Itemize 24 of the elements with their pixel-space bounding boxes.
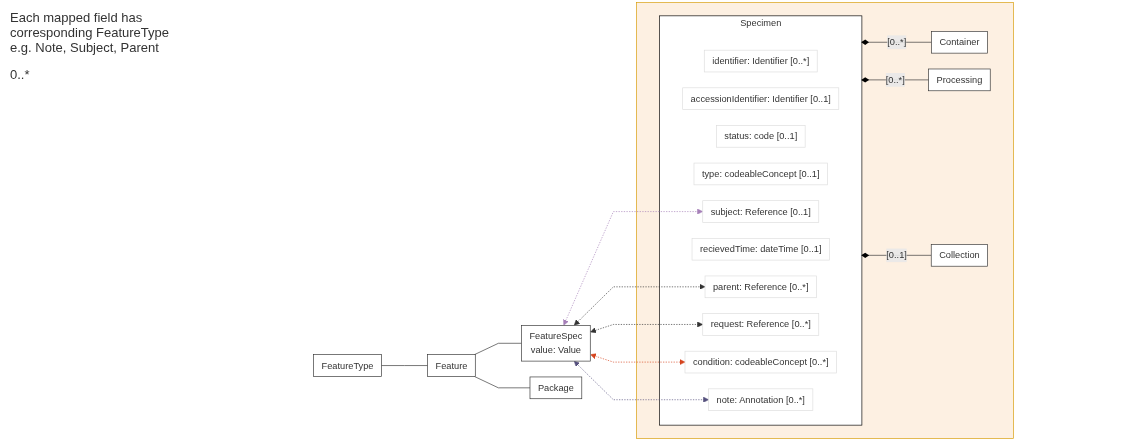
connector xyxy=(381,365,428,366)
node-box: FeatureType xyxy=(313,354,382,377)
node-box: subject: Reference [0..1] xyxy=(702,200,820,223)
connector xyxy=(474,376,531,389)
node-box: Container xyxy=(931,31,988,54)
node-box: status: code [0..1] xyxy=(716,125,806,148)
node-box: request: Reference [0..*] xyxy=(702,313,820,336)
edge-label: [0..1] xyxy=(886,249,907,261)
edge-label: [0..*] xyxy=(885,74,905,85)
node-box: identifier: Identifier [0..*] xyxy=(703,49,818,73)
connector xyxy=(474,342,522,355)
node-box: parent: Reference [0..*] xyxy=(704,275,817,299)
node-box: Collection xyxy=(930,244,988,267)
cluster xyxy=(636,2,1014,439)
node-box: recievedTime: dateTime [0..1] xyxy=(691,238,830,261)
node-box: FeatureSpec value: Value xyxy=(521,325,591,362)
node-box: Package xyxy=(529,376,583,400)
node-box: note: Annotation [0..*] xyxy=(708,388,814,411)
note-text: Each mapped field has corresponding FeatureType e.g. Note, Subject, Parent xyxy=(10,10,170,55)
node-box: Processing xyxy=(928,68,991,92)
node-box: condition: codeableConcept [0..*] xyxy=(684,350,837,374)
edge-label: [0..*] xyxy=(887,36,907,48)
node-box: Feature xyxy=(427,354,476,377)
note-text: 0..* xyxy=(10,67,31,82)
